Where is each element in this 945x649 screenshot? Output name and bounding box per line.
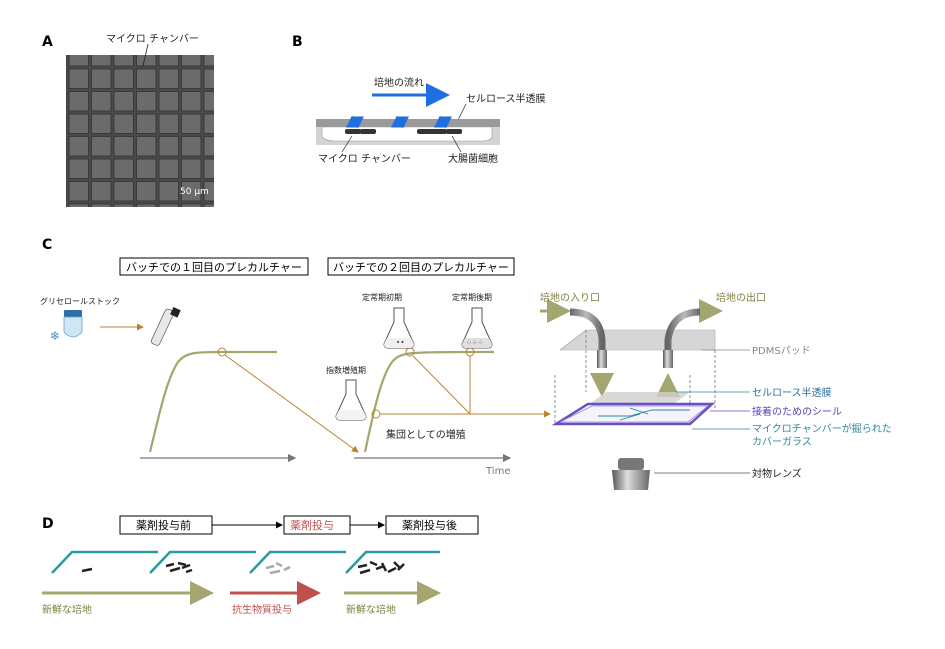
microchamber-micrograph — [66, 55, 214, 207]
medium-flow-label: 培地の流れ — [374, 76, 424, 89]
seal-label: 接着のためのシール — [752, 405, 842, 418]
stat-early-link — [412, 355, 471, 415]
panel-a-pointer — [142, 43, 149, 67]
outlet-tube — [663, 308, 701, 368]
membrane-label-c: セルロース半透膜 — [752, 386, 832, 399]
after-box — [385, 515, 479, 535]
before-label: 薬剤投与前 — [136, 518, 191, 532]
during-label: 薬剤投与 — [290, 518, 334, 532]
scale-bar-label: 50 μm — [180, 187, 209, 197]
growth-curve-2 — [363, 350, 494, 453]
glycerol-stock-tube-icon: ❄ — [50, 310, 83, 343]
culture-tube-icon — [150, 307, 181, 346]
chamber-pointer — [341, 135, 353, 153]
device-cross-section — [316, 115, 500, 145]
inlet-label: 培地の入り口 — [540, 291, 600, 304]
time-label: Time — [485, 466, 510, 477]
batch1-label: バッチでの１回目のプレカルチャー — [126, 261, 302, 274]
coverslip-label-2: カバーガラス — [752, 436, 812, 448]
svg-text:∙∙: ∙∙ — [396, 338, 405, 346]
svg-text:⁘⁘⁘: ⁘⁘⁘ — [466, 339, 484, 347]
transfer-point-1 — [217, 347, 227, 357]
flask-exp-icon — [335, 379, 367, 421]
stat-late-label: 定常期後期 — [452, 292, 492, 302]
channels — [598, 407, 690, 421]
snapshot-3 — [249, 550, 346, 575]
panel-a-chamber-label: マイクロ チャンバー — [106, 33, 199, 45]
panel-d-letter: D — [42, 516, 54, 532]
membrane-sheet — [588, 392, 690, 405]
panel-b-membrane-label: セルロース半透膜 — [466, 92, 546, 105]
panel-a-letter: A — [42, 34, 53, 50]
exp-phase-label: 指数増殖期 — [326, 365, 366, 375]
fresh-medium-label-2: 新鮮な培地 — [346, 603, 396, 616]
panel-b-chamber-label: マイクロ チャンバー — [318, 153, 411, 165]
pdms-label: PDMSパッド — [752, 345, 811, 357]
flask-early-icon: ∙∙ — [383, 307, 415, 349]
snapshot-1 — [51, 550, 158, 574]
transfer-arrow-1 — [224, 354, 359, 453]
after-label: 薬剤投与後 — [402, 518, 457, 532]
panel-b-letter: B — [292, 34, 303, 50]
population-growth-label: 集団としての増殖 — [386, 428, 466, 441]
stat-early-point — [405, 347, 415, 357]
flask-late-icon: ⁘⁘⁘ — [461, 307, 493, 349]
outlet-label: 培地の出口 — [716, 291, 766, 304]
inlet-tube — [569, 308, 607, 368]
ecoli-label: 大腸菌細胞 — [448, 152, 498, 165]
glycerol-label: グリセロールストック — [40, 296, 120, 306]
panel-c-letter: C — [42, 237, 52, 253]
snapshot-2 — [149, 550, 256, 574]
fresh-medium-label-1: 新鮮な培地 — [42, 603, 92, 616]
seal-frame — [551, 402, 716, 426]
svg-text:❄: ❄ — [50, 329, 60, 343]
batch2-box — [327, 257, 515, 276]
membrane-pointer — [457, 103, 467, 121]
antibiotic-label: 抗生物質投与 — [232, 603, 292, 616]
batch1-box — [119, 257, 309, 276]
stat-early-label: 定常期初期 — [362, 292, 402, 302]
objective-label: 対物レンズ — [752, 467, 802, 480]
coverslip-label-1: マイクロチャンバーが掘られた — [752, 422, 892, 435]
batch2-label: バッチでの２回目のプレカルチャー — [333, 261, 509, 274]
objective-lens-icon — [612, 458, 650, 490]
growth-curve-1 — [148, 350, 277, 453]
snapshot-4 — [345, 550, 440, 575]
ecoli-pointer — [451, 135, 462, 153]
